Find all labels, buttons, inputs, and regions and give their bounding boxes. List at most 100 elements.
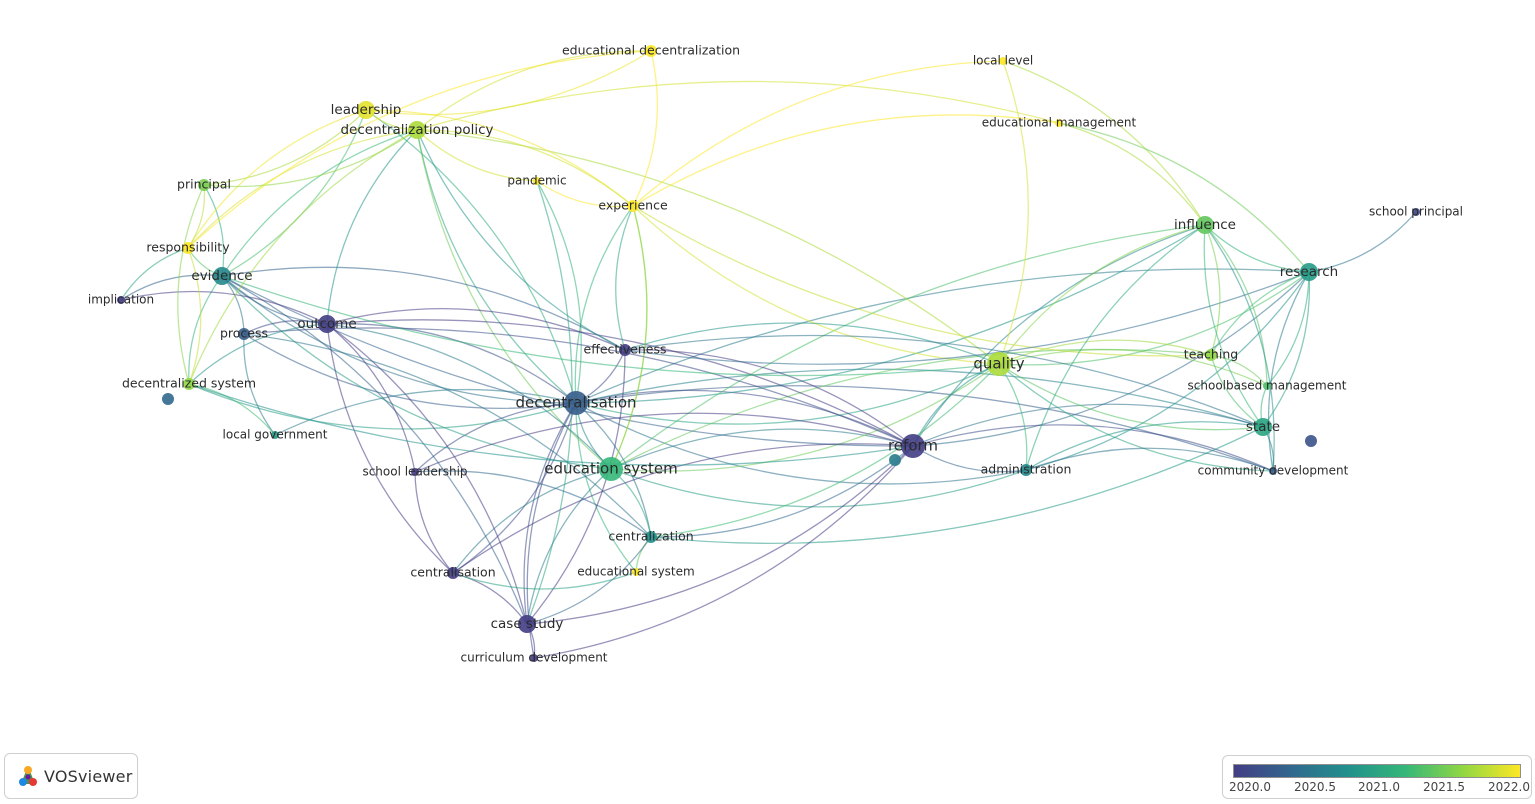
node-unlabeled[interactable] (889, 454, 901, 466)
network-link (650, 445, 914, 538)
network-link (120, 247, 189, 301)
network-link (243, 327, 914, 447)
node-state[interactable] (1254, 418, 1272, 436)
node-label-responsibility[interactable]: responsibility (146, 240, 230, 255)
network-link (187, 129, 418, 249)
node-principal[interactable] (198, 179, 210, 191)
node-school-principal[interactable] (1412, 208, 1420, 216)
node-local-level[interactable] (999, 57, 1007, 65)
node-label-effectiveness[interactable]: effectiveness (584, 342, 667, 357)
network-link (912, 224, 1206, 447)
node-unlabeled[interactable] (1305, 435, 1317, 447)
node-label-leadership[interactable]: leadership (331, 102, 402, 118)
node-local-government[interactable] (271, 431, 279, 439)
node-outcome[interactable] (318, 315, 336, 333)
node-implication[interactable] (117, 296, 125, 304)
node-label-educational-management[interactable]: educational management (982, 116, 1137, 130)
network-link (1204, 224, 1310, 273)
network-link (188, 129, 418, 385)
node-influence[interactable] (1196, 216, 1214, 234)
node-experience[interactable] (627, 200, 639, 212)
node-label-principal[interactable]: principal (177, 177, 231, 192)
node-label-administration[interactable]: administration (981, 462, 1072, 477)
node-label-educational-system[interactable]: educational system (577, 565, 694, 579)
network-link (575, 368, 1264, 428)
node-community-development[interactable] (1269, 467, 1277, 475)
node-effectiveness[interactable] (619, 344, 631, 356)
node-label-process[interactable]: process (220, 326, 268, 341)
network-link (533, 445, 914, 659)
node-decentralization-policy[interactable] (408, 121, 426, 139)
node-evidence[interactable] (213, 267, 231, 285)
network-link (452, 468, 612, 574)
node-label-reform[interactable]: reform (888, 437, 938, 455)
node-label-local-government[interactable]: local government (223, 428, 328, 442)
node-label-influence[interactable]: influence (1174, 217, 1236, 233)
node-label-quality[interactable]: quality (973, 355, 1024, 373)
node-school-leadership[interactable] (411, 468, 419, 476)
node-label-outcome[interactable]: outcome (297, 316, 356, 332)
network-link (1025, 271, 1310, 471)
node-label-educational-decentralization[interactable]: educational decentralization (562, 43, 740, 58)
node-label-evidence[interactable]: evidence (191, 268, 252, 284)
node-label-community-development[interactable]: community development (1198, 464, 1349, 478)
network-link (188, 323, 328, 385)
node-educational-system[interactable] (632, 568, 640, 576)
node-administration[interactable] (1020, 464, 1032, 476)
network-link (998, 349, 1268, 387)
network-link (998, 339, 1212, 365)
network-link (1002, 60, 1206, 226)
node-decentralized-system[interactable] (183, 378, 195, 390)
node-centralisation[interactable] (447, 567, 459, 579)
node-label-local-level[interactable]: local level (973, 54, 1033, 68)
network-link (1267, 271, 1310, 472)
node-label-decentralisation[interactable]: decentralisation (515, 394, 636, 412)
node-label-centralization[interactable]: centralization (608, 529, 693, 544)
node-label-pandemic[interactable]: pandemic (507, 174, 566, 188)
node-label-state[interactable]: state (1246, 419, 1280, 435)
node-teaching[interactable] (1205, 349, 1217, 361)
network-link (1210, 271, 1310, 356)
node-label-decentralized-system[interactable]: decentralized system (122, 376, 256, 391)
node-pandemic[interactable] (533, 177, 541, 185)
network-link (188, 383, 276, 436)
network-link (575, 224, 1206, 404)
network-link (221, 129, 418, 277)
network-link (526, 445, 914, 625)
node-schoolbased-management[interactable] (1263, 382, 1271, 390)
node-label-experience[interactable]: experience (598, 198, 668, 213)
node-educational-decentralization[interactable] (645, 45, 657, 57)
node-label-centralisation[interactable]: centralisation (410, 565, 495, 580)
node-leadership[interactable] (357, 101, 375, 119)
node-label-education-system[interactable]: education system (544, 460, 677, 478)
node-case-study[interactable] (518, 615, 536, 633)
node-reform[interactable] (901, 434, 925, 458)
node-label-school-leadership[interactable]: school leadership (362, 465, 467, 479)
node-label-decentralization-policy[interactable]: decentralization policy (340, 122, 493, 138)
node-research[interactable] (1300, 263, 1318, 281)
node-process[interactable] (238, 328, 250, 340)
node-educational-management[interactable] (1055, 119, 1063, 127)
node-label-teaching[interactable]: teaching (1184, 347, 1238, 362)
node-label-research[interactable]: research (1280, 264, 1338, 280)
node-label-implication[interactable]: implication (88, 293, 154, 307)
node-centralization[interactable] (645, 531, 657, 543)
node-label-schoolbased-management[interactable]: schoolbased management (1188, 379, 1347, 393)
node-curriculum-development[interactable] (530, 654, 538, 662)
node-quality[interactable] (987, 352, 1011, 376)
network-link (523, 402, 577, 625)
node-label-school-principal[interactable]: school principal (1369, 205, 1463, 219)
network-link (610, 468, 1027, 508)
node-education-system[interactable] (599, 457, 623, 481)
vosviewer-logo-text: VOSviewer (44, 766, 133, 786)
node-label-curriculum-development[interactable]: curriculum development (461, 651, 608, 665)
node-responsibility[interactable] (182, 242, 194, 254)
node-label-case-study[interactable]: case study (491, 616, 564, 632)
network-link (414, 412, 914, 473)
node-unlabeled[interactable] (162, 393, 174, 405)
node-decentralisation[interactable] (564, 391, 588, 415)
network-link (526, 536, 652, 625)
nodes-layer (117, 45, 1420, 662)
network-link (1262, 271, 1311, 428)
